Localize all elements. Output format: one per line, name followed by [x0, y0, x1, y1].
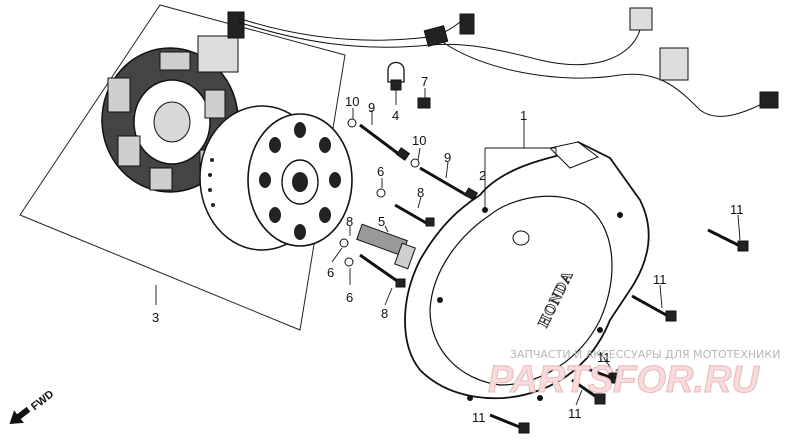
- flywheel-rotor: [199, 105, 353, 251]
- stator-group-box: [19, 4, 346, 331]
- callout-2: 2: [479, 168, 486, 183]
- forward-arrow-icon: [9, 406, 31, 425]
- callout-6b: 6: [327, 265, 334, 280]
- callout-1: 1: [520, 108, 527, 123]
- forward-direction-indicator: FWD: [9, 388, 56, 425]
- leader-lines: [155, 88, 741, 419]
- callout-5: 5: [378, 214, 385, 229]
- callout-8a: 8: [417, 185, 424, 200]
- callout-10a: 10: [345, 94, 359, 109]
- bolts: [339, 97, 479, 288]
- callout-11a: 11: [730, 202, 744, 217]
- callout-7: 7: [421, 74, 428, 89]
- callout-labels: 1 2 3 4 5 6 6 6 7 8 8 8 9 9 10 10 11 11 …: [152, 74, 744, 425]
- callout-10b: 10: [412, 133, 426, 148]
- crankcase-cover: HONDA: [404, 140, 650, 401]
- watermark-logo: PARTSFOR.RU: [488, 359, 760, 401]
- callout-4: 4: [392, 108, 399, 123]
- callout-8c: 8: [381, 306, 388, 321]
- wire-clamp: [387, 61, 405, 91]
- callout-6a: 6: [377, 164, 384, 179]
- callout-9a: 9: [368, 100, 375, 115]
- callout-3: 3: [152, 310, 159, 325]
- callout-11c: 11: [597, 350, 611, 365]
- direction-label: FWD: [29, 388, 56, 413]
- callout-11b: 11: [653, 272, 667, 287]
- callout-11e: 11: [568, 406, 582, 421]
- watermark-tagline: ЗАПЧАСТИ И АКСЕССУАРЫ ДЛЯ МОТОТЕХНИКИ: [510, 348, 780, 361]
- watermark: ЗАПЧАСТИ И АКСЕССУАРЫ ДЛЯ МОТОТЕХНИКИ PA…: [488, 348, 781, 402]
- callout-6c: 6: [346, 290, 353, 305]
- callout-11d: 11: [608, 366, 622, 381]
- wiring-harness: [237, 7, 779, 117]
- callout-11f: 11: [472, 410, 486, 425]
- callout-9b: 9: [444, 150, 451, 165]
- callout-8b: 8: [346, 214, 353, 229]
